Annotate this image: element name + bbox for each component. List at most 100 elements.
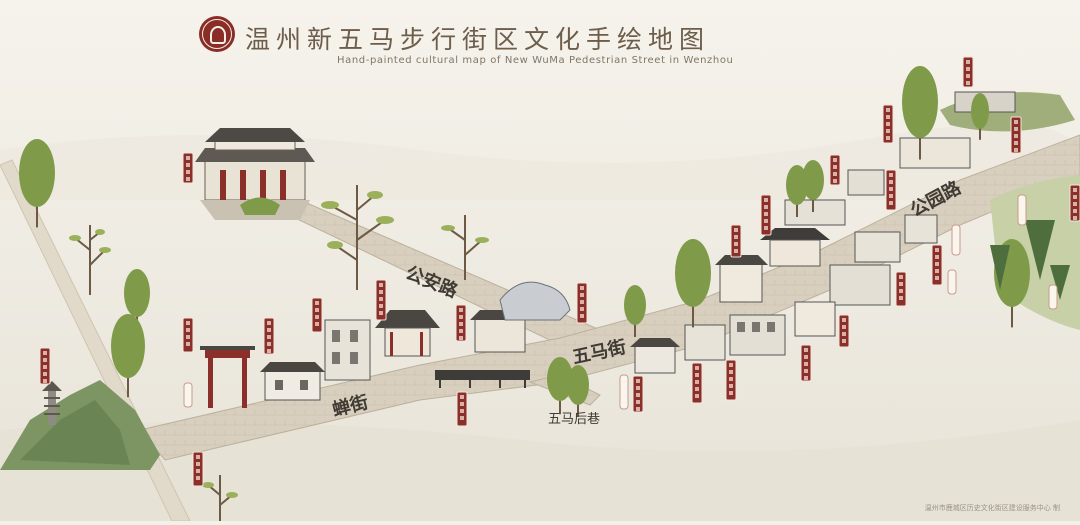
- plaque-glyph: [460, 409, 464, 413]
- plaque-glyph: [186, 342, 190, 346]
- plaque-glyph: [842, 318, 846, 322]
- plaque-glyph: [764, 198, 768, 202]
- plaque-glyph: [1014, 148, 1018, 152]
- plaque-glyph: [43, 358, 47, 362]
- pine-tree-icon: [990, 220, 1070, 300]
- plaque-glyph: [43, 351, 47, 355]
- plaque-glyph: [966, 67, 970, 71]
- plaque-glyph: [636, 386, 640, 390]
- plaque-glyph: [186, 177, 190, 181]
- plaque-glyph: [460, 416, 464, 420]
- tree-icon: [567, 365, 589, 417]
- plaque-glyph: [459, 336, 463, 340]
- map-subtitle: Hand-painted cultural map of New WuMa Pe…: [337, 55, 734, 66]
- landmark-plaque[interactable]: [838, 314, 850, 348]
- building-icon: [715, 255, 768, 303]
- plaque-glyph: [196, 476, 200, 480]
- plaque-glyph: [899, 275, 903, 279]
- pavilion-building-icon: [760, 228, 830, 267]
- plaque-glyph: [1073, 216, 1077, 220]
- plaque-glyph: [636, 393, 640, 397]
- landmark-plaque[interactable]: [829, 154, 841, 186]
- plaque-glyph: [43, 379, 47, 383]
- tree-icon: [802, 160, 824, 212]
- pagoda-icon: [42, 381, 62, 425]
- plaque-glyph: [267, 342, 271, 346]
- plaque-glyph: [379, 297, 383, 301]
- tree-icon: [111, 314, 145, 398]
- gate-building-icon: [200, 346, 255, 408]
- plaque-glyph: [196, 469, 200, 473]
- landmark-plaque[interactable]: [182, 152, 194, 184]
- plaque-glyph: [315, 322, 319, 326]
- plaque-glyph: [695, 394, 699, 398]
- plaque-glyph: [186, 156, 190, 160]
- building-icon: [470, 310, 530, 353]
- plaque-glyph: [729, 363, 733, 367]
- plaque-glyph: [833, 172, 837, 176]
- plaque-glyph: [804, 362, 808, 366]
- plaque-glyph: [186, 335, 190, 339]
- plaque-glyph: [889, 173, 893, 177]
- plaque-glyph: [186, 163, 190, 167]
- plaque-glyph: [935, 269, 939, 273]
- plaque-glyph: [43, 372, 47, 376]
- plaque-glyph: [734, 242, 738, 246]
- plaque-glyph: [935, 255, 939, 259]
- temple-building-icon: [195, 128, 315, 220]
- plaque-glyph: [899, 296, 903, 300]
- plaque-glyph: [842, 332, 846, 336]
- plaque-glyph: [935, 248, 939, 252]
- marker-post: [183, 382, 193, 408]
- plaque-glyph: [729, 391, 733, 395]
- mist-band: [0, 420, 1080, 521]
- plaque-glyph: [695, 387, 699, 391]
- landmark-plaque[interactable]: [962, 56, 974, 88]
- plaque-glyph: [459, 308, 463, 312]
- logo-mark: [202, 19, 232, 49]
- plaque-glyph: [267, 328, 271, 332]
- plaque-glyph: [729, 384, 733, 388]
- plaque-glyph: [636, 407, 640, 411]
- plaque-glyph: [833, 158, 837, 162]
- landmark-plaque[interactable]: [730, 224, 742, 258]
- plaque-glyph: [196, 462, 200, 466]
- plaque-glyph: [966, 60, 970, 64]
- map-title: 温州新五马步行街区文化手绘地图: [245, 25, 711, 54]
- plaque-glyph: [764, 205, 768, 209]
- plaque-glyph: [315, 308, 319, 312]
- plaque-glyph: [459, 322, 463, 326]
- credit-line: 温州市鹿城区历史文化街区建设服务中心 制: [924, 504, 1060, 512]
- plaque-glyph: [1014, 134, 1018, 138]
- marker-post: [1048, 284, 1058, 310]
- plaque-glyph: [379, 304, 383, 308]
- plaque-glyph: [842, 339, 846, 343]
- plaque-glyph: [935, 262, 939, 266]
- plaque-glyph: [804, 355, 808, 359]
- plaque-glyph: [460, 395, 464, 399]
- bare-tree-icon: [74, 185, 483, 521]
- marker-post: [947, 269, 957, 295]
- plaque-glyph: [267, 321, 271, 325]
- plaque-glyph: [459, 315, 463, 319]
- street-label-wuma-back-lane: 五马后巷: [548, 412, 601, 427]
- bridge-icon: [435, 370, 530, 388]
- tree-icon: [19, 139, 55, 228]
- plaque-glyph: [695, 373, 699, 377]
- plaque-glyph: [886, 115, 890, 119]
- plaque-glyph: [459, 329, 463, 333]
- plaque-glyph: [889, 180, 893, 184]
- building-icon: [260, 362, 325, 401]
- building-icon: [324, 319, 371, 381]
- plaque-glyph: [729, 370, 733, 374]
- plaque-glyph: [966, 81, 970, 85]
- plaque-glyph: [1014, 141, 1018, 145]
- marker-post: [1017, 194, 1027, 226]
- tree-icon: [675, 239, 711, 328]
- plaque-glyph: [315, 301, 319, 305]
- plaque-glyph: [842, 325, 846, 329]
- plaque-glyph: [886, 122, 890, 126]
- plaque-glyph: [695, 366, 699, 370]
- plaque-glyph: [186, 321, 190, 325]
